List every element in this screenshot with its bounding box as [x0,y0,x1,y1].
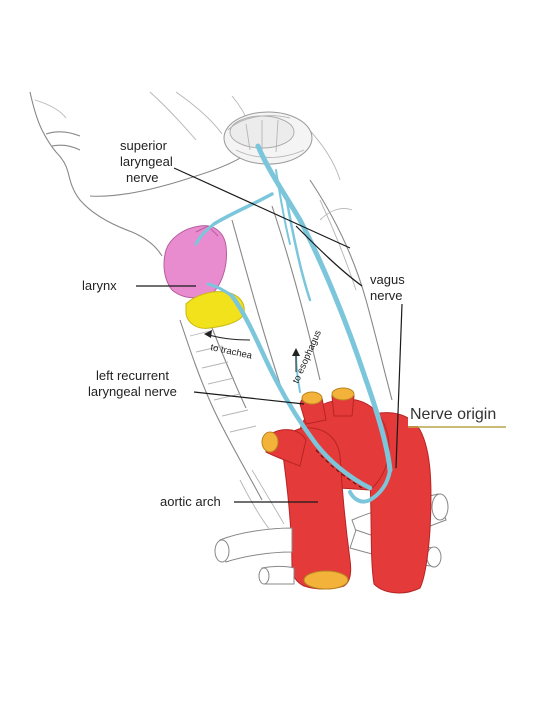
leader-lines [136,167,403,503]
superior-laryngeal-nerve-label-line2: laryngeal [120,154,173,169]
nerve-origin-label: Nerve origin [410,406,496,423]
larynx-shape [163,225,227,299]
vertebrae-sketch [223,111,313,165]
trachea-arrow [204,330,251,341]
vagus-nerve-label-line2: nerve [370,288,403,303]
larynx-label: larynx [82,278,117,293]
aortic-arch-label: aortic arch [160,494,221,509]
head-neck-outline [29,91,393,501]
aorta-vessels [261,387,449,594]
esophagus-arrow [292,348,300,372]
superior-laryngeal-nerve-label-line1: superior [120,138,168,153]
vagus-nerve-label-line1: vagus [370,272,405,287]
left-recurrent-laryngeal-nerve-label-line1: left recurrent [96,368,169,383]
to-trachea-label: to trachea [209,342,253,362]
lower-left-tubes [214,469,295,585]
nerves [194,143,393,504]
left-recurrent-laryngeal-nerve-label-line2: laryngeal nerve [88,384,177,399]
superior-laryngeal-nerve-label-line3: nerve [126,170,159,185]
nerve-origin-callout: Nerve origin [408,402,506,428]
